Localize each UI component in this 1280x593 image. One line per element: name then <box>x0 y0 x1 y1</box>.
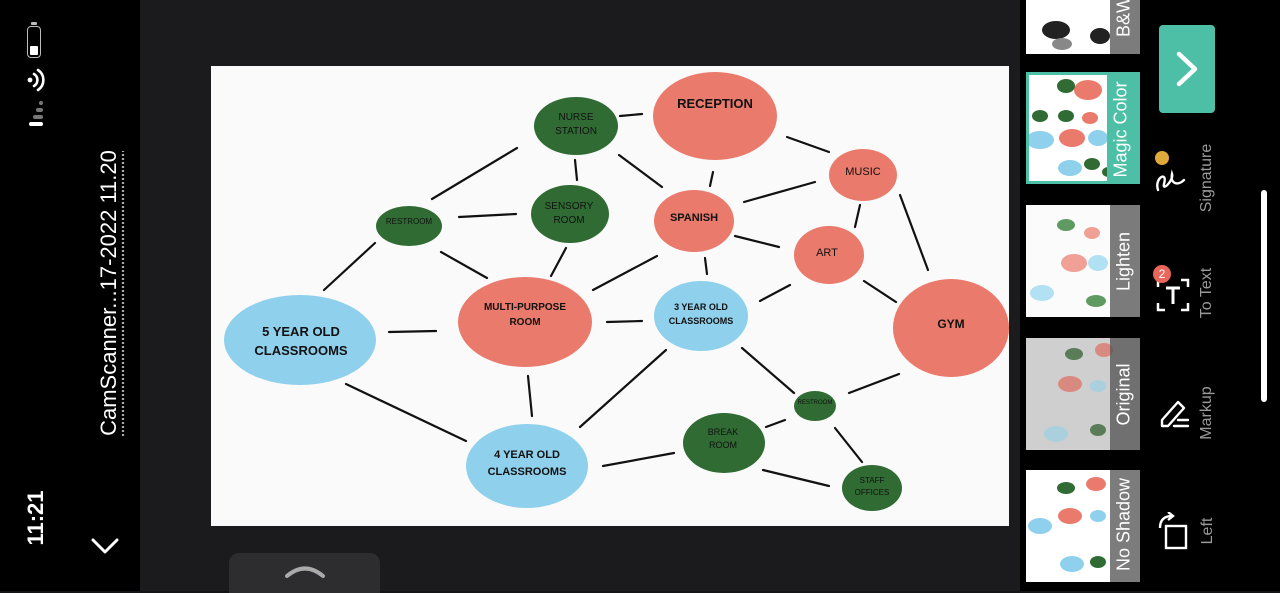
rotate-left-label: Left <box>1199 501 1217 561</box>
signature-label: Signature <box>1198 133 1216 223</box>
label-restroom-right: RESTROOM <box>785 400 845 406</box>
reception-node <box>653 72 777 160</box>
signature-icon <box>1152 150 1188 194</box>
filter-original[interactable]: Original <box>1026 338 1140 450</box>
filter-magic-color[interactable]: Magic Color <box>1026 72 1140 184</box>
label-gym: GYM <box>911 317 991 331</box>
markup-label: Markup <box>1198 378 1216 448</box>
filter-no-shadow[interactable]: No Shadow <box>1026 470 1140 582</box>
signal-icon <box>27 98 49 130</box>
label-three-year: 3 YEAR OLD CLASSROOMS <box>659 300 743 328</box>
label-break: BREAK ROOM <box>695 426 751 452</box>
filter-bw-label: B&W <box>1114 0 1135 47</box>
rotate-left-tool[interactable]: Left <box>1150 500 1230 570</box>
filter-strip: B&W Magic Color L <box>1020 0 1148 591</box>
clock: 11:21 <box>23 488 49 548</box>
label-reception: RECEPTION <box>635 96 795 111</box>
restroom-left-node <box>376 206 442 246</box>
title-bar: CamScanner...17-2022 11.20 <box>72 0 140 591</box>
to-text-tool[interactable]: 2 To Text <box>1150 262 1230 332</box>
filter-original-label: Original <box>1114 351 1135 439</box>
label-art: ART <box>787 247 867 259</box>
pencil-icon <box>1156 396 1192 432</box>
markup-tool[interactable]: Markup <box>1150 380 1230 450</box>
wifi-icon <box>24 66 48 94</box>
label-restroom-left: RESTROOM <box>369 217 449 226</box>
document-title[interactable]: CamScanner...17-2022 11.20 <box>96 138 122 448</box>
bottom-panel-handle[interactable] <box>229 553 380 593</box>
filter-bw[interactable]: B&W <box>1026 0 1140 54</box>
chevron-up-icon <box>283 563 327 579</box>
status-bar: 11:21 <box>0 0 72 591</box>
filter-magic-color-label: Magic Color <box>1111 72 1132 184</box>
document-page[interactable]: RECEPTION NURSE STATION MUSIC RESTROOM S… <box>211 66 1009 526</box>
label-sensory: SENSORY ROOM <box>534 200 604 228</box>
label-staff: STAFF OFFICES <box>847 475 897 499</box>
to-text-badge-count: 2 <box>1159 267 1166 281</box>
label-nurse: NURSE STATION <box>541 111 611 139</box>
battery-icon <box>27 22 43 60</box>
ocr-text-icon <box>1156 278 1190 312</box>
label-music: MUSIC <box>823 166 903 178</box>
filter-lighten-label: Lighten <box>1114 216 1135 308</box>
filter-lighten[interactable]: Lighten <box>1026 205 1140 317</box>
label-five-year: 5 YEAR OLD CLASSROOMS <box>239 322 363 360</box>
label-spanish: SPANISH <box>644 212 744 224</box>
rotate-left-icon <box>1156 512 1192 552</box>
chevron-right-icon <box>1173 50 1201 88</box>
scrollbar-thumb[interactable] <box>1261 190 1267 402</box>
restroom-right-node <box>794 391 836 421</box>
to-text-badge: 2 <box>1153 265 1171 283</box>
to-text-label: To Text <box>1198 258 1216 328</box>
filter-no-shadow-label: No Shadow <box>1114 471 1135 579</box>
chevron-down-icon[interactable] <box>90 535 120 557</box>
label-multi: MULTI-PURPOSE ROOM <box>473 300 577 330</box>
label-four-year: 4 YEAR OLD CLASSROOMS <box>477 447 577 481</box>
next-button[interactable] <box>1159 25 1215 113</box>
signature-tool[interactable]: Signature <box>1150 135 1230 225</box>
